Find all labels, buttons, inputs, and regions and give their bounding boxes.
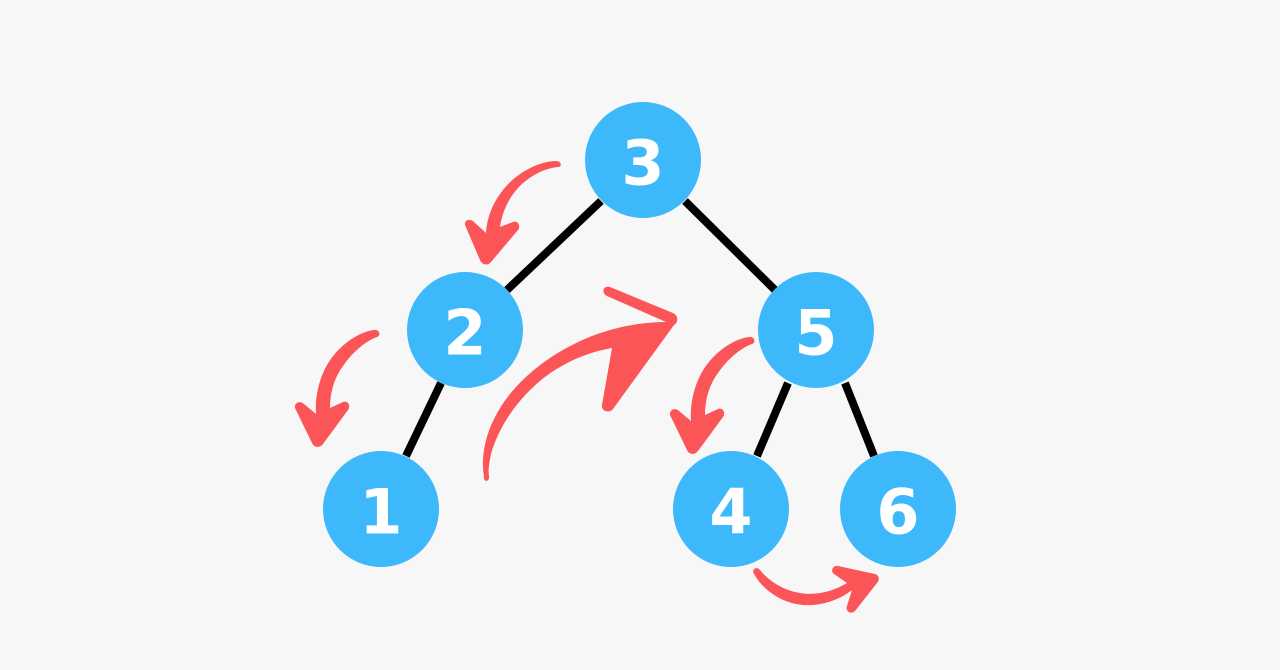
traversal-arrow-left-to-leftleaf-icon [294, 329, 380, 447]
tree-node-1-circle[interactable] [323, 451, 439, 567]
traversal-arrow-right-to-rightleftleaf-icon [669, 336, 755, 454]
tree-edge-5-4 [753, 381, 792, 458]
tree-node-3[interactable]: 3 [585, 102, 701, 218]
tree-node-1[interactable]: 1 [323, 451, 439, 567]
tree-node-2[interactable]: 2 [407, 272, 523, 388]
traversal-arrow-left-subtree-to-right-subtree-icon [482, 286, 678, 481]
tree-node-5[interactable]: 5 [758, 272, 874, 388]
tree-node-2-circle[interactable] [407, 272, 523, 388]
tree-edge-3-2 [504, 198, 604, 293]
tree-node-4[interactable]: 4 [673, 451, 789, 567]
tree-edge-5-6 [841, 381, 878, 458]
tree-node-3-circle[interactable] [585, 102, 701, 218]
tree-node-5-circle[interactable] [758, 272, 874, 388]
tree-node-6-circle[interactable] [840, 451, 956, 567]
tree-node-6[interactable]: 6 [840, 451, 956, 567]
tree-node-4-circle[interactable] [673, 451, 789, 567]
traversal-arrow-four-to-six-icon [753, 565, 879, 613]
tree-edges [402, 198, 878, 458]
traversal-arrow-root-to-left-icon [464, 161, 561, 265]
traversal-arrows [294, 161, 879, 613]
tree-edge-3-5 [682, 198, 778, 293]
tree-edge-2-1 [402, 381, 445, 458]
